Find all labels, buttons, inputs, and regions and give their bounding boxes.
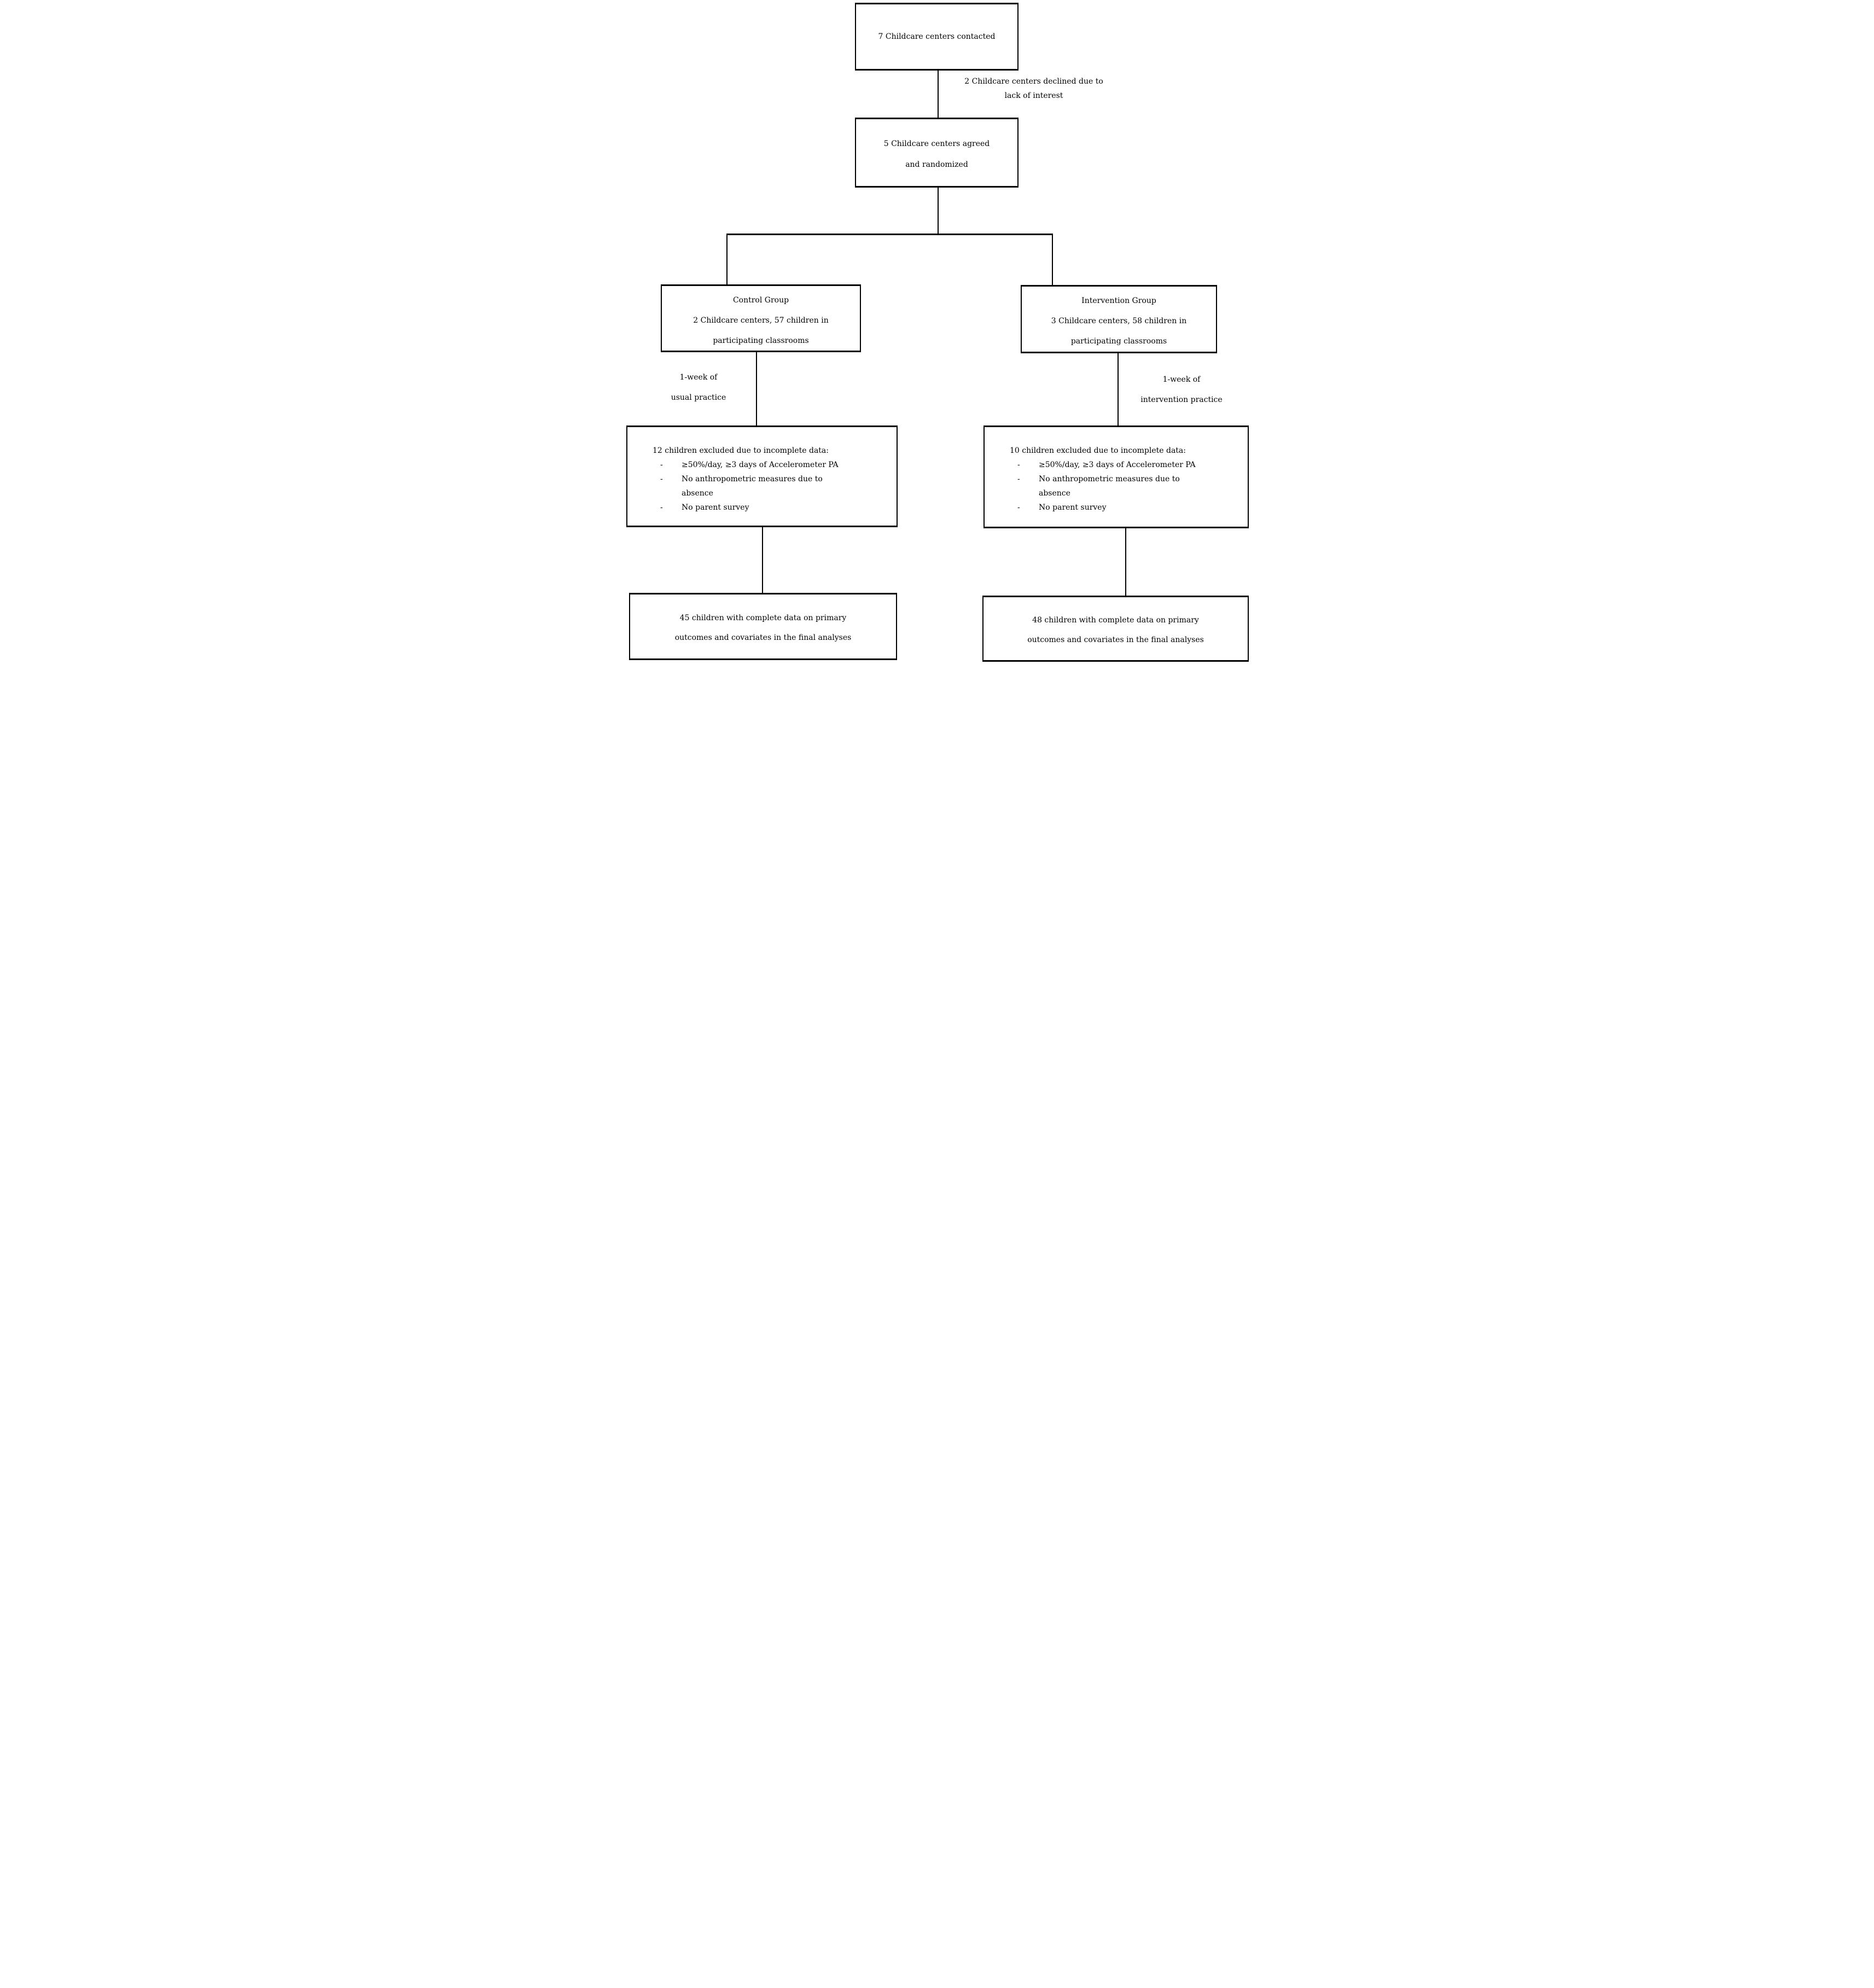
excluded-reason-text: ≥50%/day, ≥3 days of Accelerometer PA: [1039, 460, 1196, 469]
declined-note-line: 2 Childcare centers declined due to: [964, 77, 1103, 86]
control-final-box-line: 45 children with complete data on primar…: [679, 614, 847, 622]
branch-line-intervention: [1052, 234, 1053, 286]
agreed-randomized-box: 5 Childcare centers agreed and randomize…: [855, 118, 1019, 188]
excluded-reason-text: ≥50%/day, ≥3 days of Accelerometer PA: [682, 460, 839, 469]
excluded-reason-text: No anthropometric measures due to: [682, 475, 823, 483]
contacted-box-text: 7 Childcare centers contacted: [878, 32, 996, 41]
branch-line-control: [726, 234, 728, 285]
control-final-box: 45 children with complete data on primar…: [629, 593, 897, 660]
agreed-randomized-box-line: 5 Childcare centers agreed: [883, 139, 990, 148]
excluded-reason-item: - No parent survey: [653, 500, 892, 515]
declined-note-line: lack of interest: [1004, 91, 1063, 100]
intervention-period-label-line: intervention practice: [1140, 395, 1223, 404]
excluded-reason-text: No parent survey: [1039, 503, 1107, 512]
excluded-reason-item: - No parent survey: [1010, 500, 1243, 515]
contacted-box: 7 Childcare centers contacted: [855, 3, 1019, 71]
intervention-excluded-header: 10 children excluded due to incomplete d…: [1010, 446, 1186, 455]
control-period-label: 1-week of usual practice: [644, 368, 753, 408]
control-period-label-line: 1-week of: [679, 373, 718, 382]
control-period-label-line: usual practice: [671, 393, 726, 402]
excluded-reason-text: absence: [682, 489, 713, 498]
connector-contacted-to-agreed: [938, 71, 939, 119]
control-excluded-box: 12 children excluded due to incomplete d…: [626, 425, 898, 527]
bullet-dash: -: [1017, 475, 1020, 483]
intervention-final-box: 48 children with complete data on primar…: [982, 596, 1249, 662]
control-group-box-title: Control Group: [732, 295, 789, 305]
intervention-group-box-line: participating classrooms: [1070, 337, 1167, 346]
consort-flow-diagram: 7 Childcare centers contacted 2 Childcar…: [625, 0, 1249, 663]
connector-intervention-excluded-to-final: [1125, 526, 1126, 597]
excluded-reason-item: - No anthropometric measures due to abse…: [1010, 472, 1243, 500]
intervention-final-box-line: 48 children with complete data on primar…: [1032, 616, 1199, 625]
agreed-randomized-box-line: and randomized: [905, 160, 968, 169]
excluded-reason-item: - No anthropometric measures due to abse…: [653, 472, 892, 500]
excluded-reason-text: absence: [1039, 489, 1070, 498]
control-final-box-line: outcomes and covariates in the final ana…: [674, 633, 852, 642]
connector-control-excluded-to-final: [762, 525, 763, 594]
branch-split-line: [726, 234, 1053, 235]
excluded-reason-text: No anthropometric measures due to: [1039, 475, 1180, 483]
connector-intervention-to-excluded: [1118, 352, 1119, 427]
excluded-reason-text: No parent survey: [682, 503, 749, 512]
control-group-box: Control Group 2 Childcare centers, 57 ch…: [661, 284, 861, 352]
intervention-group-box-line: 3 Childcare centers, 58 children in: [1051, 317, 1187, 325]
connector-control-to-excluded: [756, 351, 757, 427]
bullet-dash: -: [660, 503, 663, 512]
control-group-box-line: 2 Childcare centers, 57 children in: [693, 316, 829, 325]
intervention-final-box-line: outcomes and covariates in the final ana…: [1027, 636, 1204, 644]
connector-agreed-to-split: [938, 186, 939, 235]
intervention-excluded-box: 10 children excluded due to incomplete d…: [983, 425, 1249, 528]
bullet-dash: -: [1017, 460, 1020, 469]
control-excluded-header: 12 children excluded due to incomplete d…: [653, 446, 829, 455]
excluded-reason-item: - ≥50%/day, ≥3 days of Accelerometer PA: [1010, 458, 1243, 472]
declined-note: 2 Childcare centers declined due to lack…: [952, 74, 1116, 103]
intervention-period-label: 1-week of intervention practice: [1124, 370, 1239, 410]
bullet-dash: -: [660, 460, 663, 469]
excluded-reason-item: - ≥50%/day, ≥3 days of Accelerometer PA: [653, 458, 892, 472]
intervention-period-label-line: 1-week of: [1162, 375, 1201, 384]
intervention-group-box-title: Intervention Group: [1081, 296, 1156, 305]
bullet-dash: -: [1017, 503, 1020, 512]
bullet-dash: -: [660, 475, 663, 483]
intervention-group-box: Intervention Group 3 Childcare centers, …: [1021, 285, 1217, 353]
control-group-box-line: participating classrooms: [713, 336, 809, 345]
